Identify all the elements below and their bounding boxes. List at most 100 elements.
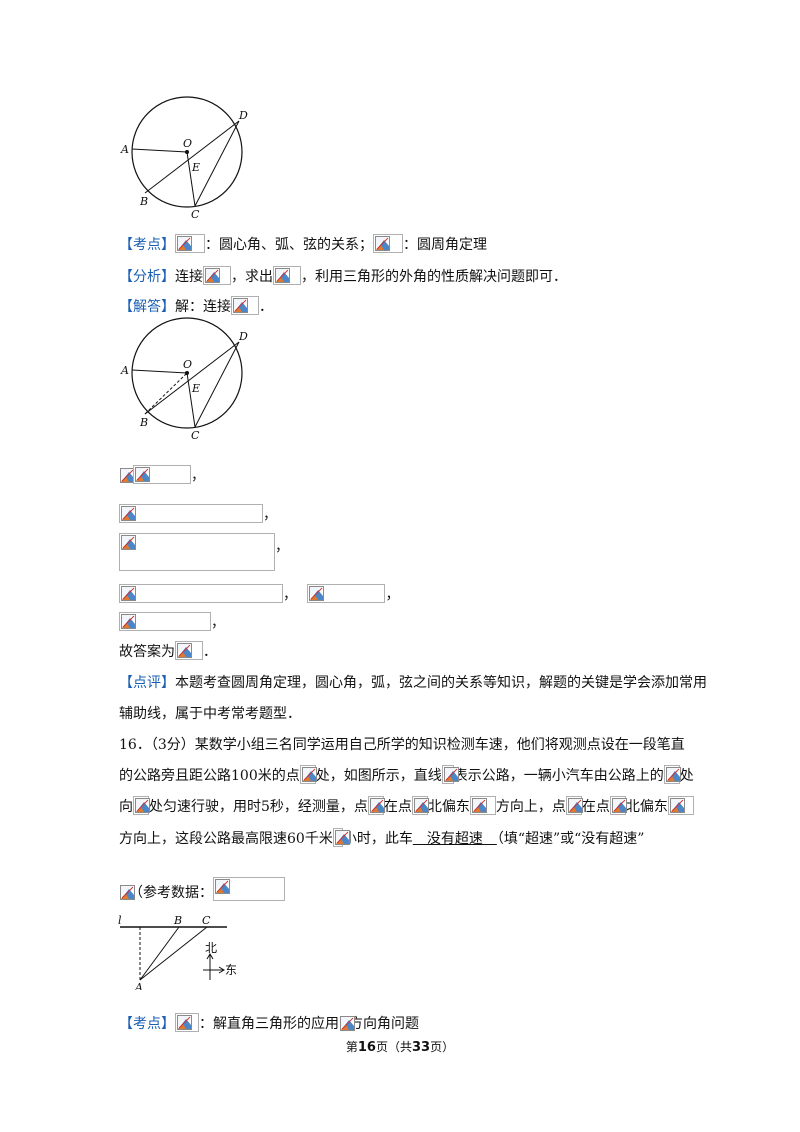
broken-image-icon — [340, 1016, 355, 1031]
label-e: E — [191, 161, 200, 174]
formula-image — [667, 796, 694, 815]
formula-image — [373, 234, 403, 253]
broken-image-icon — [309, 586, 324, 601]
jieda-line: 【解答】解：连接． — [119, 296, 273, 316]
broken-image-icon — [275, 268, 290, 283]
formula-image — [299, 765, 317, 784]
formula-image — [469, 796, 496, 815]
label-e: E — [191, 382, 200, 395]
broken-image-icon — [670, 798, 685, 813]
formula-image — [339, 1015, 349, 1032]
formula-image — [119, 467, 133, 484]
label-a: A — [120, 364, 129, 377]
dianping-line-2: 辅助线，属于中考常考题型． — [119, 706, 301, 722]
label-d: D — [238, 109, 248, 122]
circle-figure-2: A B C D O E — [120, 317, 248, 442]
label-b: B — [139, 195, 148, 208]
fenxi-bracket: 【分析】 — [119, 269, 175, 285]
page-footer: 第16页（共33页） — [345, 1040, 455, 1055]
formula-image — [119, 884, 129, 901]
label-c: C — [191, 208, 200, 221]
jieda-bracket: 【解答】 — [119, 299, 175, 315]
broken-image-icon — [177, 1015, 192, 1030]
broken-image-icon — [135, 798, 150, 813]
formula-image — [175, 1013, 199, 1032]
broken-image-icon — [375, 236, 390, 251]
step-1: ， — [119, 465, 205, 485]
broken-image-icon — [121, 506, 136, 521]
broken-image-icon — [612, 798, 627, 813]
label-o: O — [183, 137, 192, 150]
page-total: 33 — [412, 1040, 431, 1055]
dianping-bracket: 【点评】 — [119, 675, 175, 691]
formula-image — [119, 504, 263, 523]
formula-image — [332, 828, 343, 847]
broken-image-icon — [215, 879, 230, 894]
broken-image-icon — [568, 798, 583, 813]
broken-image-icon — [120, 885, 135, 900]
formula-image — [213, 877, 285, 901]
broken-image-icon — [121, 535, 136, 550]
broken-image-icon — [177, 236, 192, 251]
formula-image — [663, 765, 681, 784]
step-2: ， — [119, 504, 277, 524]
label-d: D — [238, 330, 248, 343]
formula-image — [133, 796, 149, 815]
road-figure: l A B C 北 东 — [118, 914, 237, 990]
kaodian-line-2: 【考点】：解直角三角形的应用方向角问题 — [119, 1013, 419, 1033]
label-a: A — [134, 981, 143, 990]
formula-image — [441, 765, 454, 784]
broken-image-icon — [302, 767, 317, 782]
formula-image — [565, 796, 583, 815]
broken-image-icon — [233, 298, 248, 313]
kaodian-bracket: 【考点】 — [119, 237, 175, 253]
broken-image-icon — [414, 798, 429, 813]
formula-image — [367, 796, 385, 815]
broken-image-icon — [177, 643, 192, 658]
broken-image-icon — [335, 830, 350, 845]
q16-reference: （参考数据： — [119, 877, 285, 902]
q16-answer: 没有超速 — [412, 831, 497, 847]
answer-line: 故答案为． — [119, 641, 217, 661]
label-o: O — [183, 358, 192, 371]
q16-line-4: 方向上，这段公路最高限速60千米小时，此车 没有超速 （填“超速”或“没有超速” — [119, 828, 644, 848]
q16-line-3: 向处匀速行驶，用时5秒，经测量，点在点北偏东方向上，点在点北偏东 — [119, 796, 694, 816]
broken-image-icon — [370, 798, 385, 813]
formula-image — [273, 266, 301, 285]
formula-image — [119, 612, 211, 631]
q16-line-1: 16．（3分）某数学小组三名同学运用自己所学的知识检测车速，他们将观测点设在一段… — [119, 737, 685, 753]
formula-image — [175, 641, 203, 660]
step-5: ， — [119, 612, 225, 632]
label-c: C — [191, 429, 200, 442]
formula-image — [231, 296, 259, 315]
formula-image — [411, 796, 429, 815]
broken-image-icon — [472, 798, 487, 813]
kaodian-line-1: 【考点】：圆心角、弧、弦的关系；：圆周角定理 — [119, 234, 487, 254]
broken-image-icon — [121, 586, 136, 601]
label-c: C — [202, 914, 211, 927]
label-east: 东 — [225, 963, 237, 977]
q16-line-2: 的公路旁且距公路100米的点处，如图所示，直线表示公路，一辆小汽车由公路上的处 — [119, 765, 694, 785]
page-number: 16 — [357, 1040, 376, 1055]
label-a: A — [120, 143, 129, 156]
label-l: l — [118, 914, 122, 927]
broken-image-icon — [444, 767, 459, 782]
broken-image-icon — [121, 614, 136, 629]
step-3: ， — [119, 533, 289, 571]
formula-image — [307, 584, 386, 603]
formula-image — [609, 796, 627, 815]
label-b: B — [139, 416, 148, 429]
formula-image — [203, 266, 231, 285]
circle-figure-1: A B C D O E — [120, 96, 248, 221]
fenxi-line: 【分析】连接，求出，利用三角形的外角的性质解决问题即可． — [119, 266, 567, 286]
formula-image — [119, 584, 283, 603]
kaodian-bracket: 【考点】 — [119, 1016, 175, 1032]
formula-image — [175, 234, 205, 253]
label-north: 北 — [205, 941, 217, 955]
label-b: B — [173, 914, 182, 927]
broken-image-icon — [666, 767, 681, 782]
dianping-line-1: 【点评】本题考查圆周角定理，圆心角，弧，弦之间的关系等知识，解题的关键是学会添加… — [119, 675, 707, 691]
step-4: ， ， — [119, 584, 399, 604]
formula-image — [119, 533, 275, 571]
broken-image-icon — [205, 268, 220, 283]
